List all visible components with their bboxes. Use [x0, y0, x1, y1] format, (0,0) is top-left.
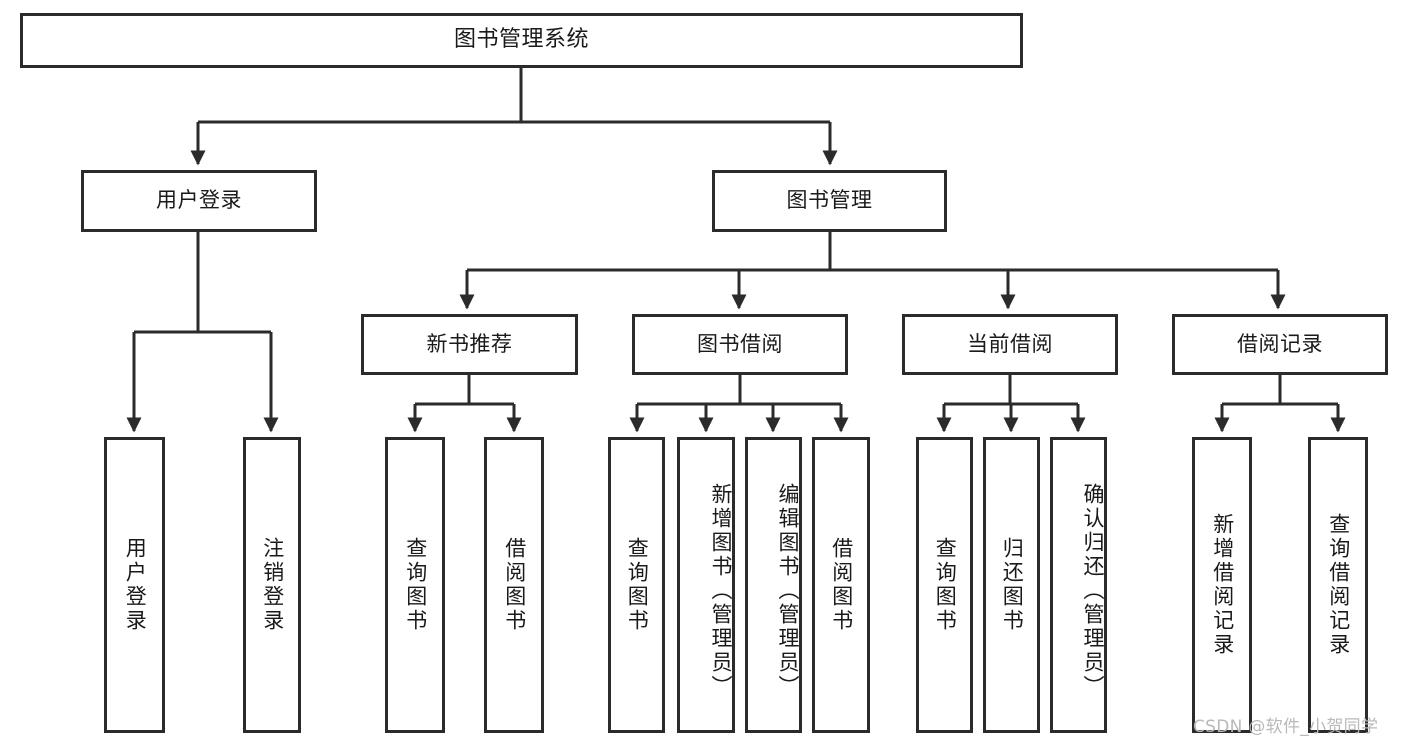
- node-leaf-query-borrow-record-label: 查询借阅记录: [1326, 513, 1351, 657]
- node-leaf-query-book-3[interactable]: 查询图书: [916, 437, 973, 733]
- node-root-label: 图书管理系统: [453, 27, 589, 53]
- node-borrow-record-label: 借阅记录: [1237, 331, 1323, 356]
- node-leaf-borrow-book-1-label: 借阅图书: [502, 537, 527, 633]
- node-leaf-query-borrow-record[interactable]: 查询借阅记录: [1308, 437, 1368, 733]
- node-leaf-confirm-return-admin[interactable]: 确认归还（管理员）: [1050, 437, 1107, 733]
- node-leaf-add-borrow-record[interactable]: 新增借阅记录: [1192, 437, 1252, 733]
- node-book-management-label: 图书管理: [786, 188, 873, 213]
- node-user-login-label: 用户登录: [156, 188, 242, 213]
- node-book-management[interactable]: 图书管理: [712, 170, 947, 232]
- node-book-borrow[interactable]: 图书借阅: [632, 314, 848, 375]
- node-leaf-query-book-1-label: 查询图书: [403, 537, 428, 633]
- node-new-book-recommend[interactable]: 新书推荐: [361, 314, 578, 375]
- node-new-book-recommend-label: 新书推荐: [426, 331, 513, 356]
- node-book-borrow-label: 图书借阅: [697, 331, 783, 356]
- node-leaf-add-book-admin[interactable]: 新增图书（管理员）: [677, 437, 735, 733]
- watermark-text: CSDN @软件_小贺同学: [1193, 717, 1379, 737]
- node-leaf-edit-book-admin-label: 编辑图书（管理员）: [776, 483, 800, 699]
- node-current-borrow-label: 当前借阅: [967, 331, 1053, 356]
- node-root[interactable]: 图书管理系统: [20, 13, 1023, 68]
- node-leaf-borrow-book-1[interactable]: 借阅图书: [484, 437, 544, 733]
- node-leaf-return-book[interactable]: 归还图书: [983, 437, 1040, 733]
- node-leaf-edit-book-admin[interactable]: 编辑图书（管理员）: [745, 437, 802, 733]
- node-leaf-borrow-book-2-label: 借阅图书: [829, 537, 854, 633]
- node-leaf-query-book-2[interactable]: 查询图书: [608, 437, 665, 733]
- node-leaf-user-login-label: 用户登录: [123, 537, 148, 633]
- node-leaf-add-borrow-record-label: 新增借阅记录: [1210, 513, 1235, 657]
- node-leaf-query-book-2-label: 查询图书: [625, 537, 650, 633]
- node-borrow-record[interactable]: 借阅记录: [1172, 314, 1388, 375]
- node-leaf-confirm-return-admin-label: 确认归还（管理员）: [1081, 483, 1105, 699]
- node-leaf-user-login[interactable]: 用户登录: [104, 437, 165, 733]
- node-leaf-query-book-3-label: 查询图书: [933, 537, 958, 633]
- node-leaf-borrow-book-2[interactable]: 借阅图书: [812, 437, 870, 733]
- node-leaf-return-book-label: 归还图书: [1000, 537, 1025, 633]
- node-leaf-logout-login-label: 注销登录: [260, 537, 285, 633]
- node-leaf-query-book-1[interactable]: 查询图书: [385, 437, 445, 733]
- node-user-login[interactable]: 用户登录: [81, 170, 317, 232]
- node-current-borrow[interactable]: 当前借阅: [902, 314, 1118, 375]
- node-leaf-add-book-admin-label: 新增图书（管理员）: [709, 483, 733, 699]
- node-leaf-logout-login[interactable]: 注销登录: [243, 437, 301, 733]
